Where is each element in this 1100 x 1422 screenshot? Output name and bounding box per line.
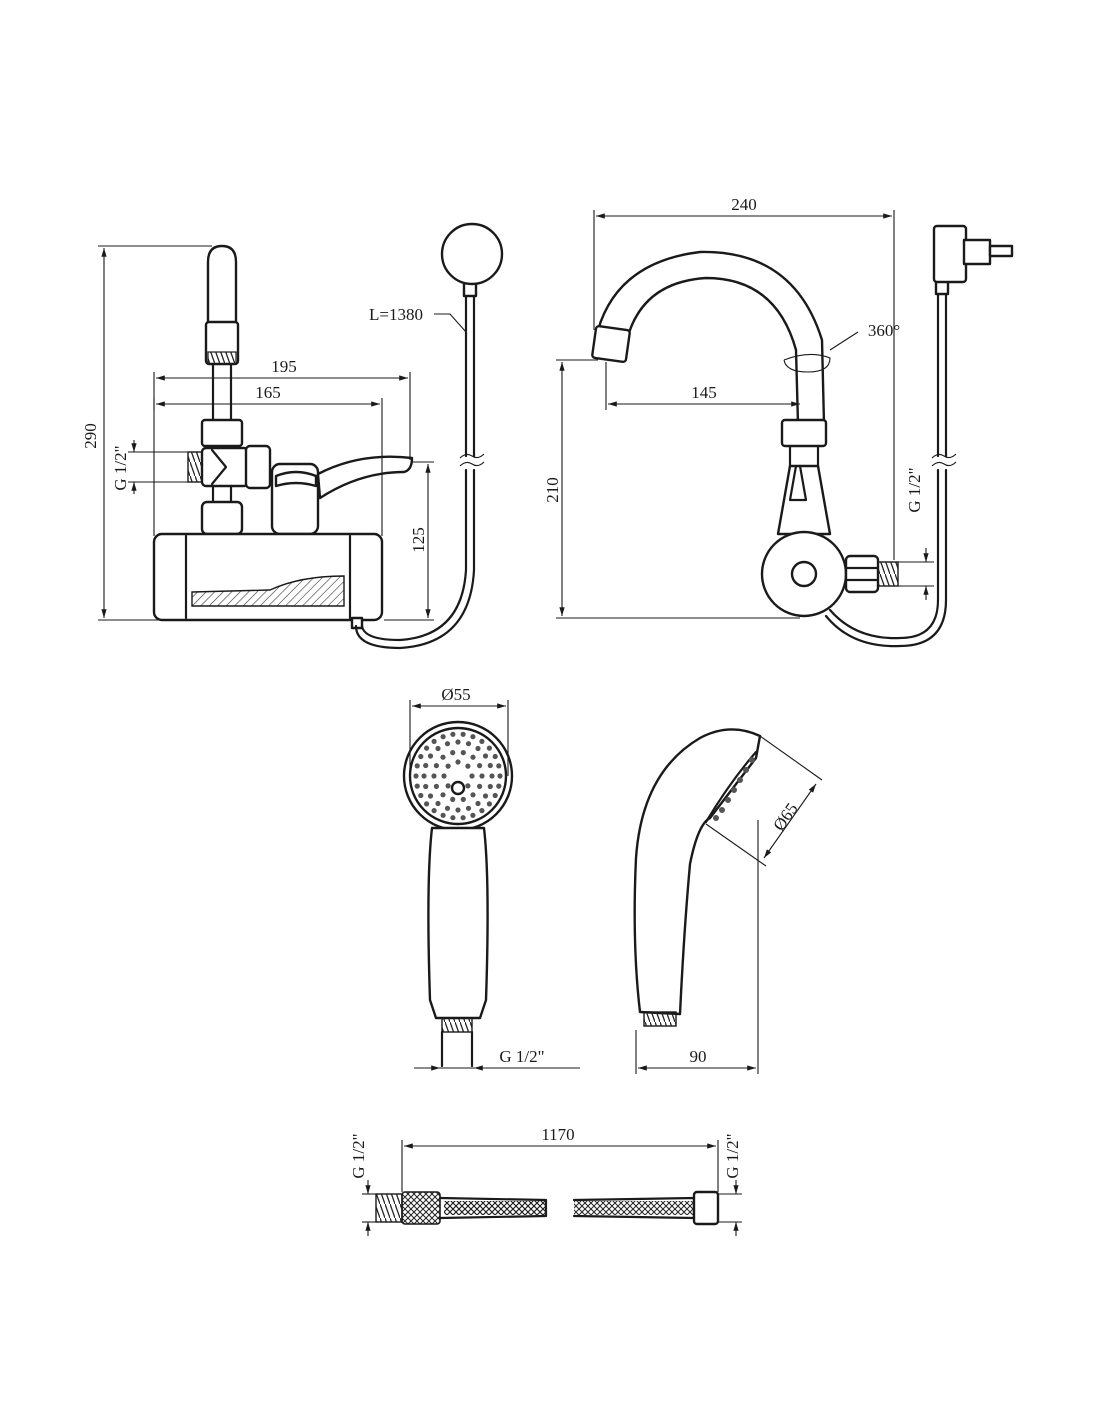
nozzle-dot bbox=[465, 741, 472, 747]
nozzle-dot bbox=[433, 763, 439, 769]
nozzle-dot bbox=[418, 792, 424, 799]
nozzle-dot bbox=[487, 783, 493, 790]
nozzle-dot bbox=[460, 731, 466, 737]
nozzle-dot bbox=[450, 731, 456, 737]
nozzle-dot bbox=[445, 763, 451, 769]
dim-height-290: 290 bbox=[81, 423, 100, 449]
nozzle-dot bbox=[477, 763, 483, 769]
nozzle-dot bbox=[414, 783, 420, 789]
nozzle-dot bbox=[440, 812, 446, 818]
nozzle-dot bbox=[423, 783, 429, 790]
nozzle-dot bbox=[487, 762, 493, 769]
nozzle-dot bbox=[470, 734, 476, 740]
nozzle-dot bbox=[465, 783, 471, 789]
nozzle-dot bbox=[418, 753, 424, 760]
dim-height-210: 210 bbox=[543, 477, 562, 503]
nozzle-dot bbox=[423, 762, 429, 769]
nozzle-dot bbox=[469, 773, 475, 779]
nozzle-dot bbox=[479, 808, 485, 814]
nozzle-dot bbox=[460, 796, 466, 803]
nozzle-dot bbox=[414, 763, 420, 769]
thread-label-side: G 1/2" bbox=[905, 467, 924, 512]
nozzle-dot bbox=[486, 801, 492, 807]
nozzle-dot bbox=[489, 773, 495, 779]
shower-head-side: Ø65 90 bbox=[633, 728, 823, 1074]
dim-width-165: 165 bbox=[255, 383, 281, 402]
nozzle-dot bbox=[413, 773, 419, 779]
nozzle-dot bbox=[475, 745, 481, 752]
nozzle-dot bbox=[465, 763, 471, 769]
nozzle-dot bbox=[445, 783, 451, 789]
nozzle-dot bbox=[470, 754, 476, 760]
nozzle-dot bbox=[444, 741, 451, 747]
rotation-label: 360° bbox=[868, 321, 900, 340]
nozzle-dot bbox=[431, 738, 437, 745]
dim-diameter-55: Ø55 bbox=[441, 685, 470, 704]
nozzle-dot bbox=[441, 773, 447, 779]
thread-label-hose-left: G 1/2" bbox=[349, 1133, 368, 1178]
dim-height-125: 125 bbox=[409, 527, 428, 553]
shower-head-front: Ø55 G 1/2" bbox=[402, 685, 580, 1071]
nozzle-dot bbox=[477, 783, 483, 790]
nozzle-dot bbox=[475, 800, 481, 807]
nozzle-dot bbox=[424, 745, 430, 751]
nozzle-dot bbox=[444, 805, 451, 811]
nozzle-dot bbox=[479, 738, 485, 745]
nozzle-dot bbox=[450, 750, 456, 756]
dim-hose-1170: 1170 bbox=[541, 1125, 574, 1144]
side-view: 360° 240 145 bbox=[543, 195, 1014, 648]
nozzle-dot bbox=[470, 812, 476, 818]
dim-reach-145: 145 bbox=[691, 383, 717, 402]
hose-drawing: 1170 G 1/2" G 1/2" bbox=[349, 1125, 742, 1236]
nozzle-dot bbox=[431, 808, 437, 814]
dim-diameter-65: Ø65 bbox=[769, 799, 801, 834]
nozzle-dot bbox=[424, 801, 430, 807]
nozzle-dot bbox=[455, 807, 461, 813]
nozzle-dot bbox=[465, 805, 472, 811]
nozzle-dot bbox=[460, 750, 466, 756]
nozzle-dot bbox=[496, 763, 502, 769]
dim-length-90: 90 bbox=[690, 1047, 707, 1066]
hose-length-label: L=1380 bbox=[369, 305, 423, 324]
nozzle-dot bbox=[440, 734, 446, 740]
nozzle-dot bbox=[440, 792, 446, 798]
nozzle-dot bbox=[482, 793, 489, 799]
nozzle-dot bbox=[450, 796, 456, 803]
nozzle-dot bbox=[470, 792, 476, 798]
nozzle-dot bbox=[427, 793, 434, 799]
nozzle-dot bbox=[421, 773, 427, 779]
nozzle-dot bbox=[492, 792, 498, 799]
nozzle-dot bbox=[460, 815, 466, 821]
nozzle-dot bbox=[492, 753, 498, 760]
thread-label-shower: G 1/2" bbox=[499, 1047, 544, 1066]
nozzle-dot bbox=[497, 773, 503, 779]
nozzle-dot bbox=[427, 753, 434, 759]
nozzle-dot bbox=[440, 754, 446, 760]
nozzle-dot bbox=[479, 773, 485, 779]
nozzle-dot bbox=[496, 783, 502, 789]
thread-label-hose-right: G 1/2" bbox=[723, 1133, 742, 1178]
thread-label-front: G 1/2" bbox=[111, 445, 130, 490]
nozzle-dot bbox=[482, 753, 489, 759]
nozzle-dot bbox=[435, 800, 441, 807]
nozzle-dot bbox=[450, 815, 456, 821]
nozzle-dot bbox=[455, 759, 461, 765]
nozzle-dot bbox=[431, 773, 437, 779]
nozzle-dot bbox=[455, 739, 461, 745]
front-view: 290 195 165 125 G 1/2" L=1380 bbox=[81, 222, 504, 650]
dim-width-240: 240 bbox=[731, 195, 757, 214]
dim-width-195: 195 bbox=[271, 357, 297, 376]
nozzle-dot bbox=[435, 745, 441, 752]
nozzle-dot bbox=[433, 783, 439, 790]
nozzle-dot bbox=[486, 745, 492, 751]
spray-nozzles-side bbox=[713, 757, 755, 821]
